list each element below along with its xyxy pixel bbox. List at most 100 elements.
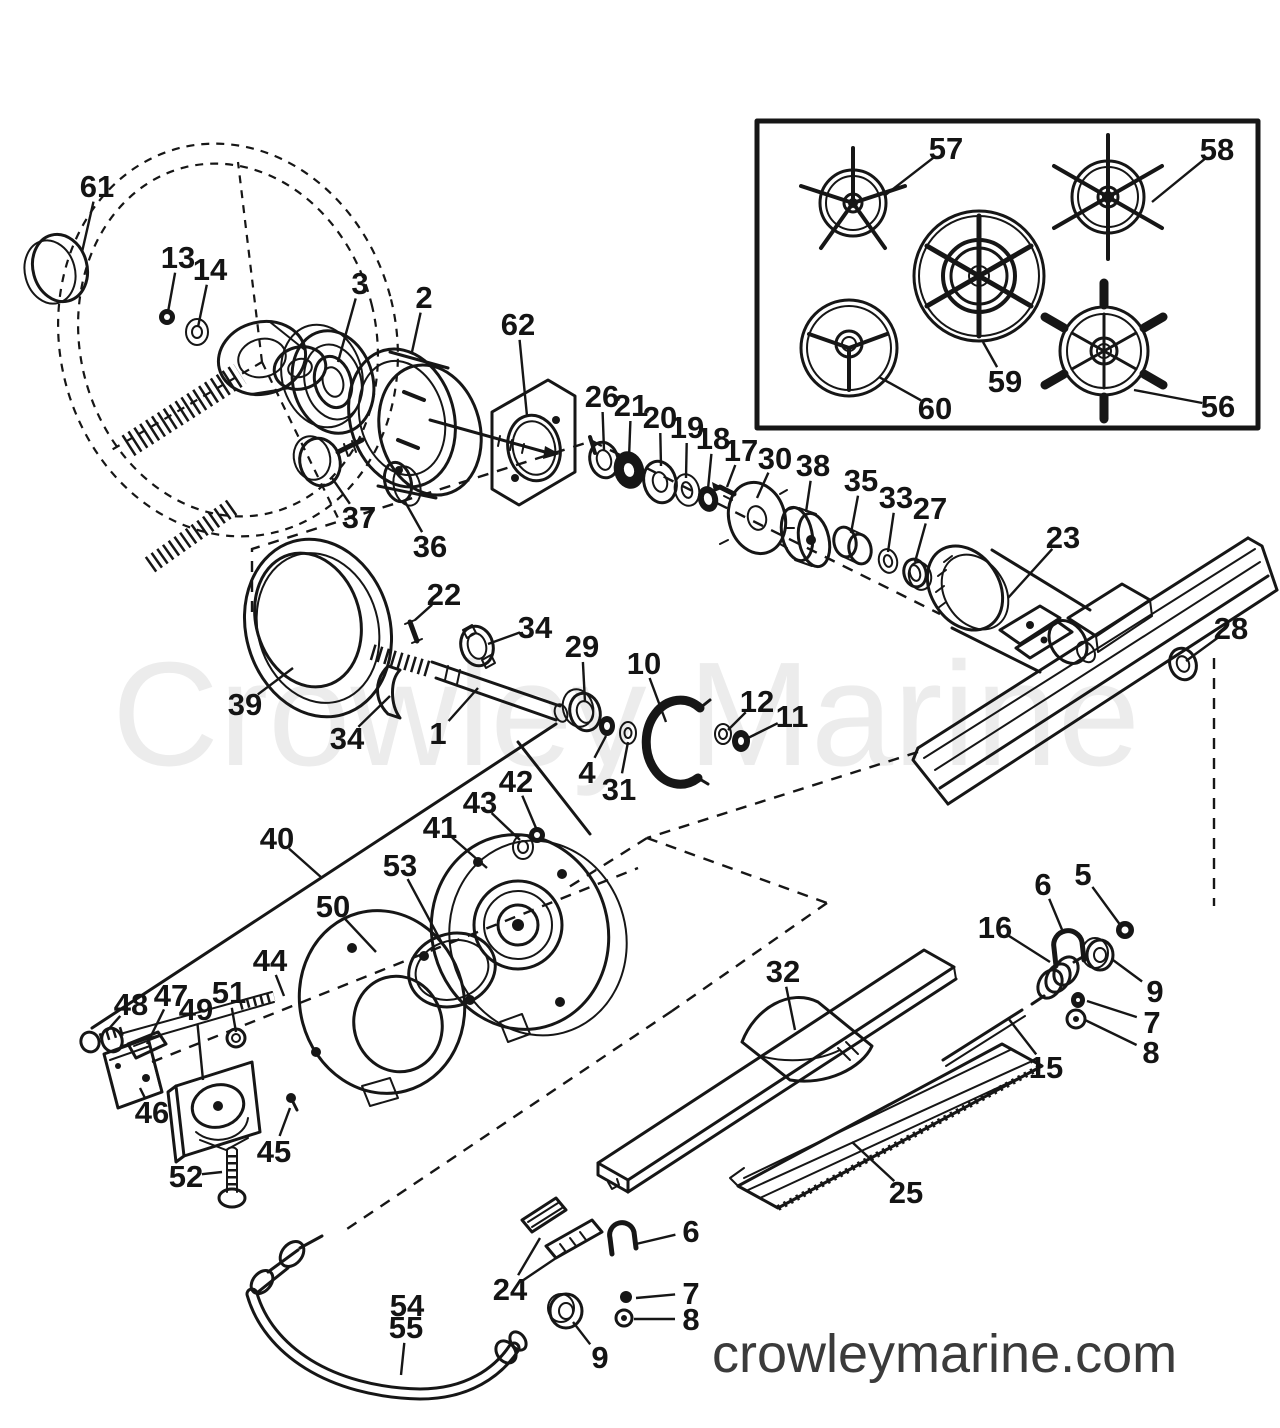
callout-31-11: 11	[776, 699, 809, 734]
callout-36-31: 31	[602, 772, 636, 807]
callout-20-58: 58	[1200, 132, 1234, 167]
callout-leader-29-10	[648, 677, 668, 723]
callout-15-38: 38	[796, 448, 830, 483]
callout-leader-35-4	[593, 735, 608, 759]
callout-10-20: 20	[643, 400, 677, 435]
callout-37-40: 40	[260, 821, 294, 856]
callout-leader-58-15	[1007, 1017, 1038, 1056]
callout-8-26: 26	[585, 379, 619, 414]
callout-16-35: 35	[844, 463, 878, 498]
bezel-plate-62	[490, 378, 577, 507]
callout-leader-64-9	[572, 1321, 592, 1346]
grommet-9	[1081, 937, 1115, 972]
pin-17	[712, 482, 737, 497]
callout-49-45: 45	[257, 1134, 291, 1169]
callout-leader-20-58	[1151, 158, 1206, 203]
inset-border	[754, 118, 1261, 431]
callout-leader-66-55	[399, 1342, 406, 1376]
callout-47-51: 51	[212, 975, 246, 1010]
pad-46	[102, 1036, 164, 1110]
callout-leader-13-17	[725, 464, 737, 488]
callout-leader-15-38	[804, 480, 812, 513]
ring-27	[902, 557, 933, 591]
plate-41	[429, 833, 628, 1043]
callout-42-50: 50	[316, 889, 350, 924]
callout-3-3: 3	[351, 266, 368, 301]
callout-leader-48-46	[138, 1087, 146, 1099]
callout-51-16: 16	[978, 910, 1012, 945]
plate-50	[297, 909, 467, 1107]
wedge-47	[126, 1030, 168, 1060]
callout-45-47: 47	[154, 978, 188, 1013]
callout-25-28: 28	[1214, 611, 1248, 646]
callout-leader-53-5	[1091, 886, 1122, 927]
callout-leader-23-56	[1133, 388, 1203, 405]
tilt-tube-rail-assembly	[911, 536, 1279, 806]
column-parts-row	[588, 435, 933, 591]
callout-26-22: 22	[427, 577, 461, 612]
callout-18-27: 27	[913, 491, 947, 526]
pin-part	[588, 435, 597, 455]
callout-27-34: 34	[518, 610, 553, 645]
callout-33-34: 34	[330, 721, 365, 756]
callout-leader-62-7	[635, 1293, 676, 1300]
wheel-57	[799, 146, 907, 250]
callout-leader-6-37	[331, 477, 351, 505]
callout-leader-19-57	[883, 156, 935, 197]
bracket-assembly	[79, 1025, 262, 1209]
callout-23-56: 56	[1201, 389, 1235, 424]
callout-46-49: 49	[179, 992, 213, 1027]
callout-2-14: 14	[193, 252, 228, 287]
callout-leader-51-16	[1007, 934, 1051, 964]
callout-leader-42-50	[343, 916, 377, 953]
callout-leader-33-34	[357, 695, 391, 728]
bushing-36	[382, 460, 422, 507]
callout-64-9: 9	[591, 1340, 608, 1375]
washer-4	[599, 716, 615, 736]
callout-7-36: 36	[413, 529, 447, 564]
steering-wheel-ghost	[56, 142, 400, 573]
mounting-plates-assembly	[100, 827, 628, 1112]
callout-leader-56-8	[1084, 1018, 1138, 1047]
callout-66-55: 55	[389, 1310, 423, 1345]
callout-leader-40-42	[521, 795, 538, 829]
callout-61-6: 6	[682, 1214, 699, 1249]
c-clip-10	[641, 695, 712, 789]
callout-leader-41-53	[406, 878, 445, 946]
callout-leader-60-24	[522, 1251, 566, 1282]
bolt-48	[79, 1025, 128, 1054]
cable-end-fitting-upper	[249, 1234, 324, 1296]
nut-13	[159, 309, 175, 325]
callout-leader-14-30	[755, 472, 770, 499]
link-rod-hardware	[941, 921, 1134, 1067]
callout-leader-10-20	[659, 432, 663, 467]
callout-leader-17-33	[886, 512, 895, 553]
ring-33	[877, 548, 899, 574]
callout-leader-4-2	[410, 312, 422, 353]
callout-leader-36-31	[620, 741, 630, 774]
callout-60-24: 24	[493, 1272, 528, 1307]
site-watermark-text: crowleymarine.com	[712, 1324, 1177, 1384]
callout-5-62: 62	[501, 307, 535, 342]
pin-24b	[544, 1218, 604, 1260]
callout-44-48: 48	[114, 987, 148, 1022]
bracket-49	[166, 1060, 262, 1164]
callout-leader-3-3	[336, 298, 357, 363]
half-bushing-34-lower	[376, 664, 402, 720]
u-clip-6	[1051, 928, 1087, 969]
callout-leader-52-6	[1048, 898, 1065, 933]
callout-0-61: 61	[80, 169, 114, 204]
callout-leader-43-44	[274, 974, 286, 997]
callout-leader-60-24	[517, 1237, 542, 1276]
callout-leader-46-49	[196, 1024, 205, 1081]
washer-8	[1065, 1008, 1087, 1030]
screw-7b	[620, 1291, 632, 1303]
callout-leader-49-45	[278, 1107, 292, 1137]
callout-57-32: 32	[766, 954, 800, 989]
callout-leader-30-12	[727, 711, 747, 731]
callout-29-10: 10	[627, 646, 661, 681]
washer-14	[185, 318, 209, 346]
tilt-tube-23	[925, 544, 1096, 674]
